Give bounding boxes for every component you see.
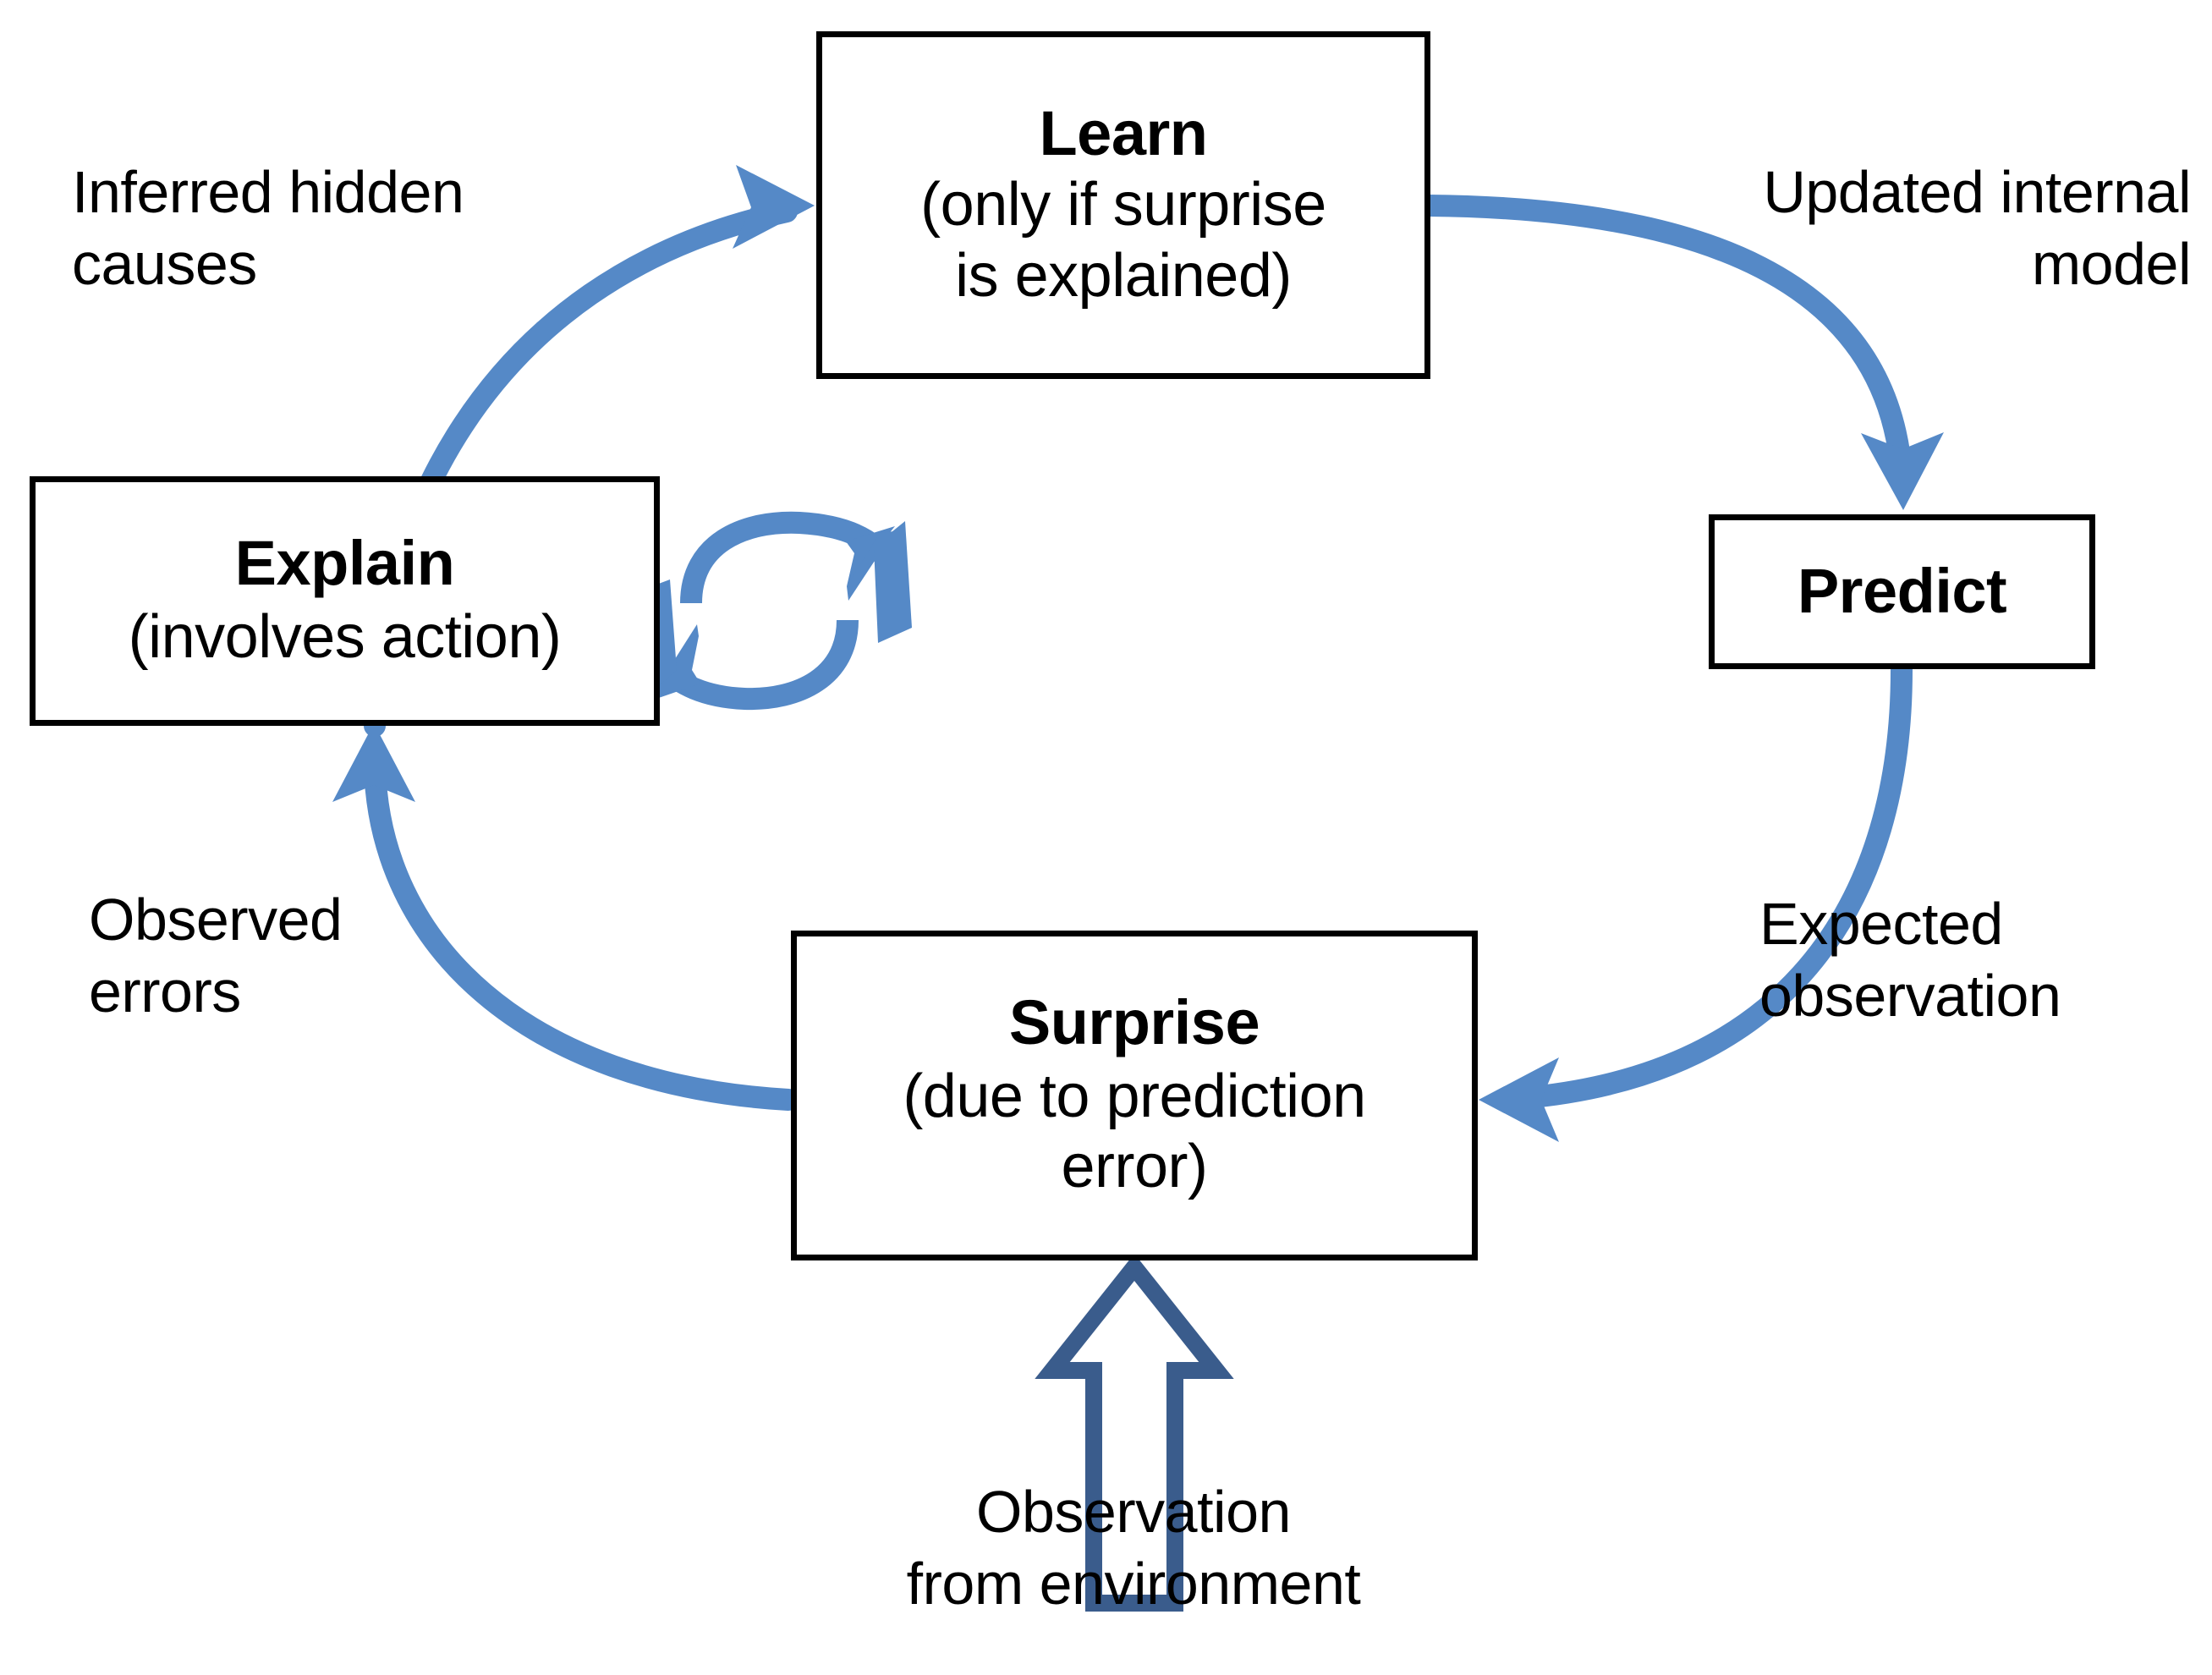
node-learn-subtitle: (only if surprise is explained) <box>920 171 1326 310</box>
node-learn[interactable]: Learn (only if surprise is explained) <box>816 31 1430 379</box>
node-predict-title: Predict <box>1797 556 2007 627</box>
node-surprise[interactable]: Surprise (due to prediction error) <box>791 931 1478 1260</box>
node-explain-title: Explain <box>234 528 455 599</box>
node-explain-subtitle: (involves action) <box>128 603 562 672</box>
edge-label-observed-errors: Observed errors <box>89 887 343 1025</box>
circular-refresh-icon <box>636 511 912 711</box>
edge-predict-to-surprise <box>1479 659 1913 1142</box>
node-surprise-subtitle: (due to prediction error) <box>903 1062 1366 1201</box>
edge-label-inferred-hidden-causes: Inferred hidden causes <box>72 159 464 298</box>
edge-surprise-to-explain <box>332 723 799 1111</box>
node-surprise-title: Surprise <box>1008 987 1260 1058</box>
observation-block-arrow <box>1035 1253 1234 1612</box>
node-predict[interactable]: Predict <box>1709 514 2095 669</box>
edge-learn-to-predict <box>1418 195 1944 510</box>
node-explain[interactable]: Explain (involves action) <box>30 476 660 726</box>
edge-label-expected-observation: Expected observation <box>1759 891 2061 1030</box>
node-learn-title: Learn <box>1039 97 1208 168</box>
edge-label-observation-from-environment: Observation from environment <box>906 1479 1361 1617</box>
edge-label-updated-internal-model: Updated internal model <box>1763 159 2191 298</box>
